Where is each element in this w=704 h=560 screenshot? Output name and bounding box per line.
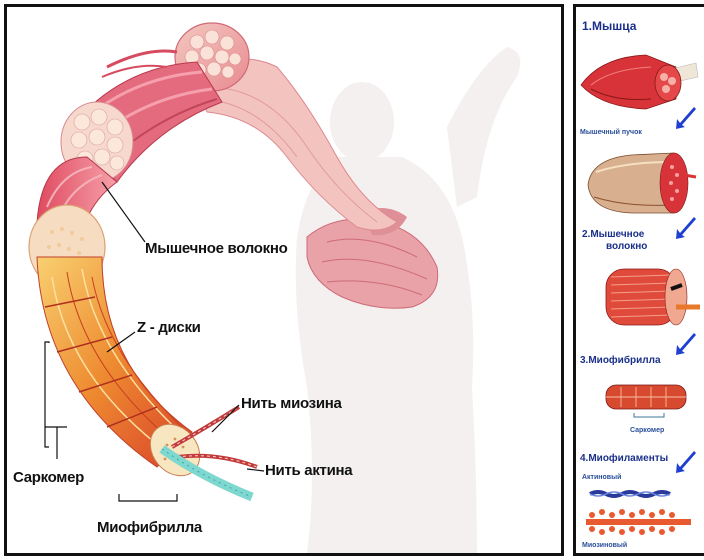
myofibril-label: 3.Миофибрилла <box>580 355 661 366</box>
arrow-down-icon <box>676 107 696 129</box>
myosin-filament-illustration <box>586 509 691 535</box>
muscle-fiber-label-line1: 2.Мышечное <box>582 229 644 240</box>
sarcomere-label: Саркомер <box>13 469 84 486</box>
arrow-down-icon <box>676 451 696 473</box>
myofibril-illustration <box>606 385 686 417</box>
muscle-label: 1.Мышца <box>582 19 636 33</box>
actin-filament-label: Нить актина <box>265 462 352 479</box>
muscle-bundle-illustration <box>588 153 696 213</box>
muscle-illustration <box>581 55 698 109</box>
muscle-fiber-label: Мышечное волокно <box>145 240 287 257</box>
myofibril-label: Миофибрилла <box>97 519 202 536</box>
muscle-structure-diagram-panel: Мышечное волокно Z - диски Нить миозина … <box>4 4 564 556</box>
actin-filament-illustration <box>590 492 670 496</box>
arrow-down-icon <box>676 217 696 239</box>
muscle-hierarchy-illustration <box>576 7 704 553</box>
muscle-fiber-illustration <box>606 269 700 325</box>
myofibril <box>37 257 210 486</box>
actin-label: Актиновый <box>582 474 621 481</box>
myosin-filament-label: Нить миозина <box>241 395 342 412</box>
myofilaments-label: 4.Миофиламенты <box>580 453 668 464</box>
myosin-label: Миозиновый <box>582 542 627 549</box>
muscle-fiber-label-line2: волокно <box>606 241 647 252</box>
z-disks-label: Z - диски <box>137 319 201 336</box>
muscle-hierarchy-panel: 1.Мышца Мышечный пучок 2.Мышечное волокн… <box>573 4 704 556</box>
arrow-down-icon <box>676 333 696 355</box>
muscle-bundle-label: Мышечный пучок <box>580 129 642 136</box>
sarcomere-label: Саркомер <box>630 427 664 434</box>
